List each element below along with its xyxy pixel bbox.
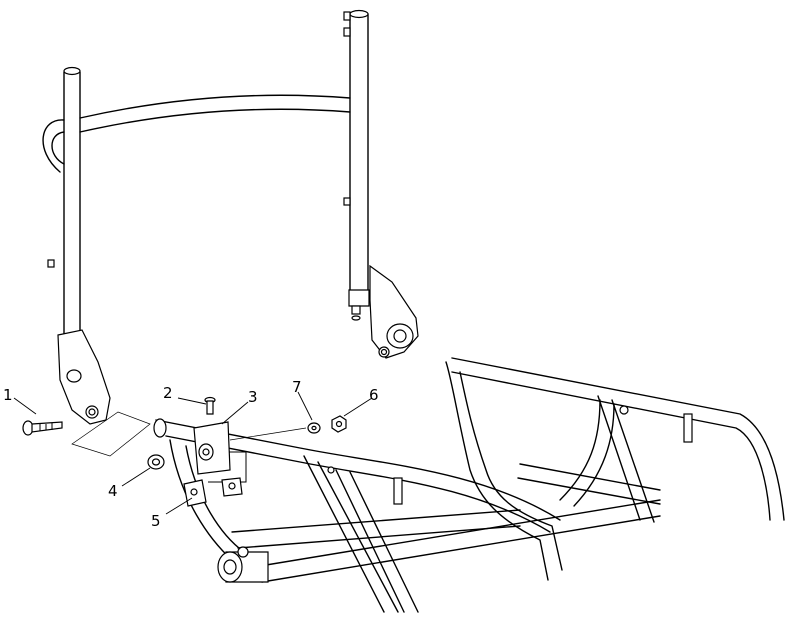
nut-part-4 [147,454,165,470]
callout-5: 5 [151,512,161,530]
washer-part-7 [307,422,321,434]
callout-1: 1 [3,386,13,404]
pivot-block-part-3 [193,421,231,475]
callout-7: 7 [292,378,302,396]
nut-part-6 [331,415,347,433]
assembly-axis [229,427,307,441]
callout-6: 6 [369,386,379,404]
screw-part-2 [204,396,216,415]
alignment-plane [71,411,151,457]
bolt-part-1 [22,420,63,436]
seat-frame [153,357,785,613]
upper-hoop-frame [42,9,419,425]
callout-4: 4 [108,482,118,500]
leader-lines [13,391,373,515]
callout-2: 2 [163,384,173,402]
callout-3: 3 [248,388,258,406]
